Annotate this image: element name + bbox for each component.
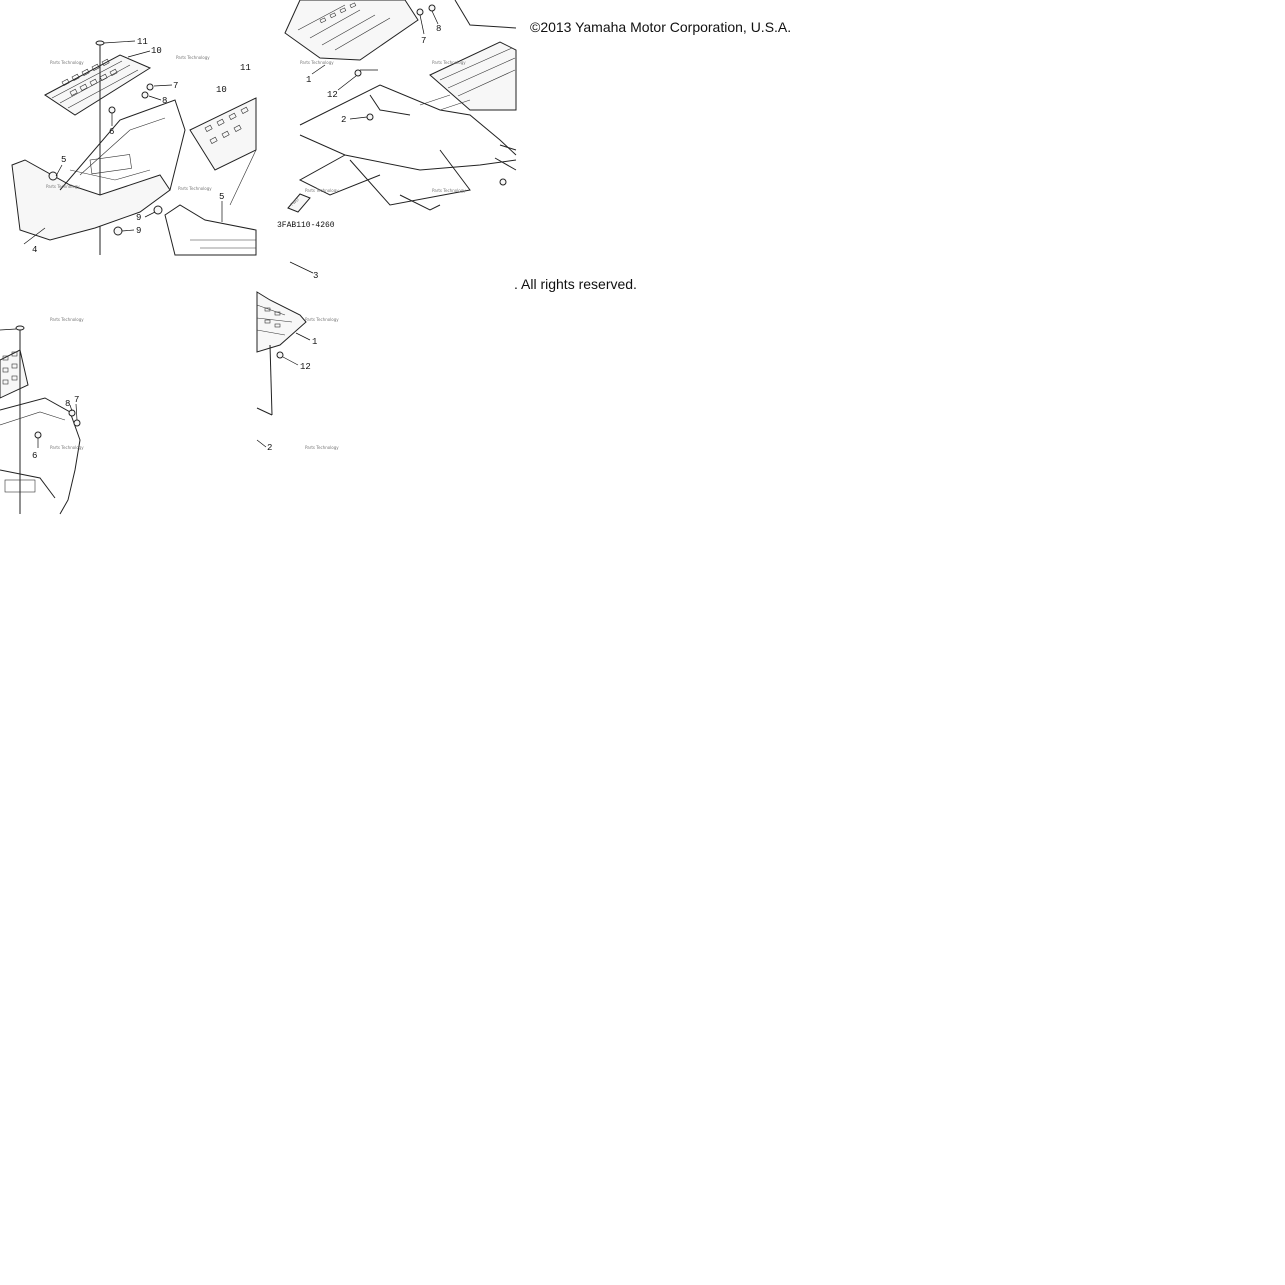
copyright-line-1: ©2013 Yamaha Motor Corporation, U.S.A. [530,19,792,35]
watermark: Parts Technology [178,186,212,191]
callout-11b: 11 [240,63,251,73]
tile-top-left: 11 10 7 8 6 5 4 9 9 10 11 5 [11,37,257,256]
callout-1: 1 [306,75,311,85]
callout-12: 12 [327,90,338,100]
footrest-board-left [44,54,152,116]
callout-5: 5 [61,155,66,165]
callout-2: 2 [341,115,346,125]
callout-12d: 12 [300,362,311,372]
callout-10b: 10 [216,85,227,95]
callout-7: 7 [173,81,178,91]
callout-4: 4 [32,245,37,255]
callout-10: 10 [151,46,162,56]
watermark: Parts Technology [305,445,339,450]
svg-text:FWD: FWD [289,197,299,207]
callout-6: 6 [109,127,114,137]
frame [298,84,517,211]
watermark: Parts Technology [300,60,334,65]
copyright-line-2: . All rights reserved. [514,276,637,292]
callout-8b: 8 [436,24,441,34]
callout-2d: 2 [267,443,272,453]
callout-9b: 9 [136,213,141,223]
watermark: Parts Technology [305,317,339,322]
watermark: Parts Technology [432,60,466,65]
watermark: Parts Technology [50,60,84,65]
callout-1d: 1 [312,337,317,347]
footrest-board-right-partial [189,97,257,171]
callout-7c: 7 [74,395,79,405]
mud-guard [11,99,186,241]
callout-8: 8 [162,96,167,106]
fwd-label-part: FWD [287,193,311,213]
callout-9: 9 [136,226,141,236]
callout-8c: 8 [65,399,70,409]
callout-11: 11 [137,37,148,47]
watermark: Parts Technology [305,188,339,193]
watermark: Parts Technology [50,317,84,322]
watermark: Parts Technology [50,445,84,450]
tile-bottom-left: 8 7 6 [0,325,81,515]
watermark: Parts Technology [176,55,210,60]
tile-top-middle: FWD 1 12 2 7 8 3FAB110-4260 [277,0,517,230]
drawing-code: 3FAB110-4260 [277,221,335,230]
watermark: Parts Technology [432,188,466,193]
callout-5b: 5 [219,192,224,202]
callout-6c: 6 [32,451,37,461]
callout-7b: 7 [421,36,426,46]
watermarks: Parts Technology Parts Technology Parts … [46,55,466,450]
tile-bottom-middle: 3 1 12 2 [256,261,318,453]
watermark: Parts Technology [46,184,80,189]
callout-3: 3 [313,271,318,281]
